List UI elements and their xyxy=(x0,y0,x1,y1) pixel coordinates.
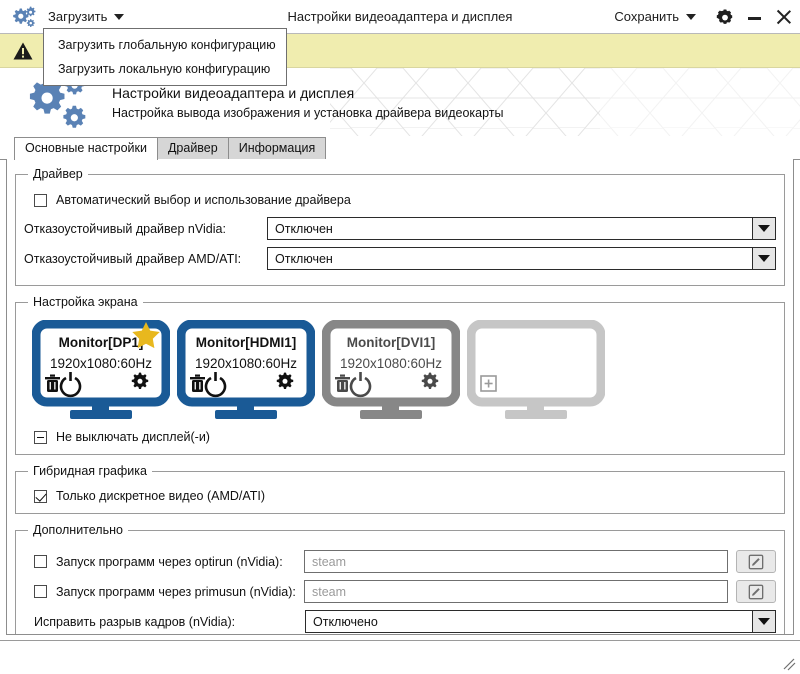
gear-icon xyxy=(131,372,149,390)
screen-group-legend: Настройка экрана xyxy=(33,295,138,309)
amd-fallback-select[interactable]: Отключен xyxy=(267,247,776,270)
page-title: Настройки видеоадаптера и дисплея xyxy=(112,84,355,101)
page-subtitle: Настройка вывода изображения и установка… xyxy=(112,105,504,120)
hybrid-graphics-group: Гибридная графика Только дискретное виде… xyxy=(15,464,785,514)
primusrun-label: Запуск программ через primusun (nVidia): xyxy=(56,584,296,599)
auto-driver-checkbox[interactable] xyxy=(34,193,47,207)
chevron-down-icon xyxy=(114,13,125,20)
amd-fallback-row: Отказоустойчивый драйвер AMD/ATI: Отключ… xyxy=(24,247,776,270)
discrete-only-checkbox[interactable] xyxy=(34,489,47,503)
monitor-card-add[interactable] xyxy=(467,320,605,420)
svg-text:1920x1080:60Hz: 1920x1080:60Hz xyxy=(195,356,297,371)
hybrid-graphics-legend: Гибридная графика xyxy=(33,464,147,478)
tearfree-value: Отключено xyxy=(313,614,378,629)
gears-icon xyxy=(10,5,36,29)
settings-gear-icon[interactable] xyxy=(716,8,734,26)
status-bar xyxy=(0,640,800,674)
trash-icon xyxy=(45,374,60,392)
optirun-edit-button[interactable] xyxy=(736,550,776,573)
close-icon[interactable] xyxy=(776,9,792,25)
pencil-square-icon xyxy=(748,554,764,569)
load-menu-button[interactable]: Загрузить xyxy=(42,6,130,27)
amd-fallback-value: Отключен xyxy=(275,251,333,266)
nvidia-fallback-label: Отказоустойчивый драйвер nVidia: xyxy=(24,221,226,236)
trash-icon xyxy=(335,374,350,392)
pencil-square-icon xyxy=(748,584,764,599)
tab-content-main-settings: Драйвер Автоматический выбор и использов… xyxy=(6,159,794,635)
tab-driver[interactable]: Драйвер xyxy=(156,137,229,160)
minimize-icon[interactable] xyxy=(748,10,762,24)
primusrun-row: Запуск программ через primusun (nVidia):… xyxy=(24,580,776,603)
auto-driver-row: Автоматический выбор и использование дра… xyxy=(24,193,776,207)
chevron-down-icon[interactable] xyxy=(752,611,775,632)
svg-text:Monitor[DVI1]: Monitor[DVI1] xyxy=(347,335,436,350)
monitor-card-dvi1[interactable]: Monitor[DVI1] 1920x1080:60Hz xyxy=(322,320,460,420)
menu-item-global-config[interactable]: Загрузить глобальную конфигурацию xyxy=(58,38,276,52)
nvidia-fallback-row: Отказоустойчивый драйвер nVidia: Отключе… xyxy=(24,217,776,240)
resize-grip[interactable] xyxy=(782,657,796,671)
chevron-down-icon[interactable] xyxy=(752,248,775,269)
primary-star-icon xyxy=(132,322,160,349)
driver-group-legend: Драйвер xyxy=(33,167,83,181)
load-menu-label: Загрузить xyxy=(48,9,108,24)
power-icon xyxy=(349,372,372,398)
driver-group: Драйвер Автоматический выбор и использов… xyxy=(15,167,785,286)
gear-icon xyxy=(421,372,439,390)
load-dropdown-menu: Загрузить глобальную конфигурацию Загруз… xyxy=(43,28,287,86)
discrete-only-row: Только дискретное видео (AMD/ATI) xyxy=(24,489,776,503)
primusrun-checkbox[interactable] xyxy=(34,585,47,598)
tearfree-select[interactable]: Отключено xyxy=(305,610,776,633)
optirun-input[interactable]: steam xyxy=(304,550,728,573)
power-icon xyxy=(59,372,82,398)
svg-text:1920x1080:60Hz: 1920x1080:60Hz xyxy=(340,356,442,371)
discrete-only-label: Только дискретное видео (AMD/ATI) xyxy=(56,489,266,503)
chevron-down-icon xyxy=(686,13,696,20)
amd-fallback-label: Отказоустойчивый драйвер AMD/ATI: xyxy=(24,251,242,266)
tab-bar: Основные настройки Драйвер Информация xyxy=(0,136,800,161)
hexagon-pattern xyxy=(330,68,800,136)
tab-information[interactable]: Информация xyxy=(227,137,327,160)
nvidia-fallback-select[interactable]: Отключен xyxy=(267,217,776,240)
extra-group-legend: Дополнительно xyxy=(33,523,123,537)
no-blank-display-label: Не выключать дисплей(-и) xyxy=(56,430,210,444)
no-blank-row: Не выключать дисплей(-и) xyxy=(24,430,776,444)
svg-text:Monitor[DP1]: Monitor[DP1] xyxy=(59,335,144,350)
monitor-list: Monitor[DP1] 1920x1080:60Hz xyxy=(24,315,776,422)
nvidia-fallback-value: Отключен xyxy=(275,221,333,236)
monitor-card-hdmi1[interactable]: Monitor[HDMI1] 1920x1080:60Hz xyxy=(177,320,315,420)
primusrun-edit-button[interactable] xyxy=(736,580,776,603)
warning-triangle-icon xyxy=(12,41,34,61)
header-banner: Настройки видеоадаптера и дисплея Настро… xyxy=(0,68,800,136)
tab-main-settings[interactable]: Основные настройки xyxy=(14,137,158,161)
menu-item-local-config[interactable]: Загрузить локальную конфигурацию xyxy=(58,62,271,76)
save-menu-button[interactable]: Сохранить xyxy=(608,6,702,27)
save-menu-label: Сохранить xyxy=(614,9,679,24)
tearfree-row: Исправить разрыв кадров (nVidia): Отключ… xyxy=(24,610,776,633)
plus-box-icon xyxy=(480,375,497,392)
optirun-label: Запуск программ через optirun (nVidia): xyxy=(56,554,283,569)
svg-text:Monitor[HDMI1]: Monitor[HDMI1] xyxy=(196,335,296,350)
tearfree-label: Исправить разрыв кадров (nVidia): xyxy=(34,614,236,629)
trash-icon xyxy=(190,374,205,392)
monitor-card-dp1[interactable]: Monitor[DP1] 1920x1080:60Hz xyxy=(32,320,170,420)
extra-group: Дополнительно Запуск программ через opti… xyxy=(15,523,785,634)
no-blank-display-checkbox[interactable] xyxy=(34,430,47,444)
auto-driver-label: Автоматический выбор и использование дра… xyxy=(56,193,351,207)
titlebar-controls: Сохранить xyxy=(608,6,792,27)
chevron-down-icon[interactable] xyxy=(752,218,775,239)
banner-text: Настройки видеоадаптера и дисплея Настро… xyxy=(112,85,504,120)
optirun-row: Запуск программ через optirun (nVidia): … xyxy=(24,550,776,573)
primusrun-input[interactable]: steam xyxy=(304,580,728,603)
svg-text:1920x1080:60Hz: 1920x1080:60Hz xyxy=(50,356,152,371)
screen-group: Настройка экрана Monitor[DP1] 1920x1080:… xyxy=(15,295,785,455)
gear-icon xyxy=(276,372,294,390)
optirun-checkbox[interactable] xyxy=(34,555,47,568)
power-icon xyxy=(204,372,227,398)
